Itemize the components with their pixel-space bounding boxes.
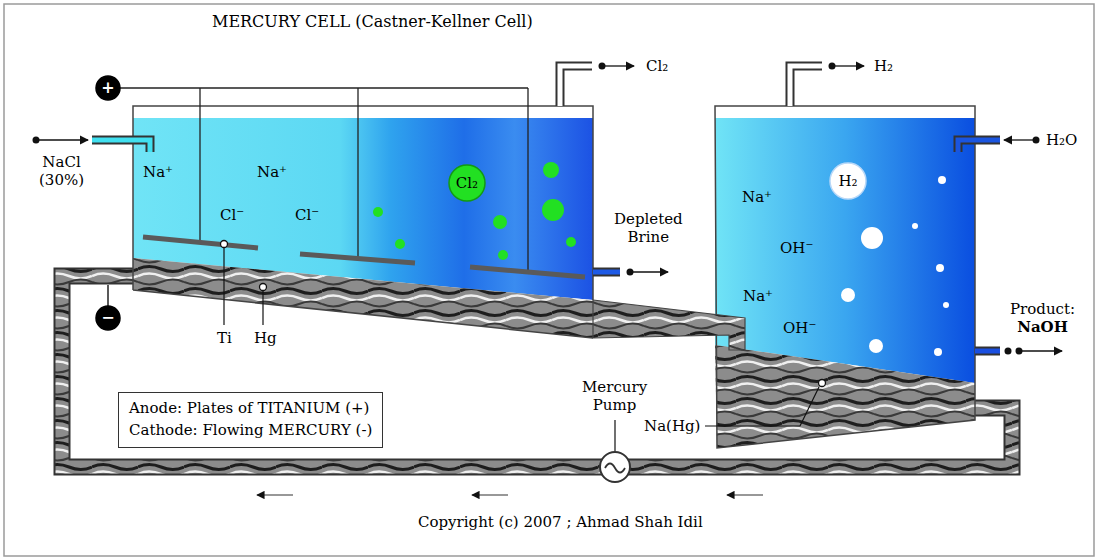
hydrogen-outlet-pipe [790, 66, 822, 106]
gas-bubble [566, 237, 576, 247]
ion-label: Na⁺ [257, 163, 287, 181]
flow-arrow [602, 65, 634, 66]
brine-inlet-pipe [92, 140, 150, 152]
outlet-pipe-wall [790, 66, 822, 106]
direction-arrow [727, 494, 763, 495]
sodium-hydroxide-fill [715, 118, 975, 383]
chlorine-outlet-pipe [560, 66, 592, 106]
brine-outlet-pipe [593, 270, 620, 275]
mercury-cathode [133, 258, 593, 338]
titanium-anode-plate [143, 237, 258, 248]
direction-arrow [257, 494, 293, 495]
ion-label: Na⁺ [742, 188, 772, 206]
leader-line [614, 420, 615, 451]
part-label: Ti [217, 329, 232, 347]
amalgam-channel [593, 300, 745, 350]
product-label: Product: NaOH [1010, 300, 1075, 336]
ion-label: Cl⁻ [295, 206, 319, 224]
leader-dot [819, 380, 826, 387]
positive-terminal: + [95, 75, 121, 101]
hydrogen-bubble-shape [830, 163, 866, 199]
flow-dot [1005, 348, 1012, 355]
chlorine-bubble-shape [449, 165, 485, 201]
terminal-sign: − [101, 308, 114, 327]
gas-formula: H₂ [838, 172, 857, 190]
copyright-caption: Copyright (c) 2007 ; Ahmad Shah Idil [418, 513, 703, 531]
flow-arrow [1019, 350, 1062, 351]
ion-label: OH⁻ [783, 319, 816, 337]
gas-bubble [934, 348, 942, 356]
gas-formula: Cl₂ [456, 174, 478, 192]
terminal-sign: + [101, 78, 114, 97]
amalgam-layer [715, 345, 975, 448]
outlet-pipe-wall [560, 66, 592, 106]
direction-arrow [472, 494, 508, 495]
hydrogen-bubble: H₂ [829, 162, 867, 200]
chlorine-bubble: Cl₂ [448, 164, 486, 202]
feed-label: H₂O [1046, 131, 1077, 149]
gas-bubble [493, 215, 507, 229]
gas-outlet-label: Cl₂ [646, 57, 668, 75]
gas-bubble [498, 250, 508, 260]
inlet-pipe-wall [958, 140, 1000, 152]
outlet-pipe-wall [975, 347, 1000, 356]
water-inlet-pipe [958, 140, 1000, 152]
outlet-pipe-wall [593, 268, 620, 277]
leader-dot [221, 241, 228, 248]
key-text: Cathode: Flowing MERCURY (-) [129, 420, 372, 442]
outlet-label: Depleted Brine [614, 210, 683, 246]
part-label: Na(Hg) [644, 417, 700, 435]
product-outlet-pipe [975, 349, 1000, 354]
leader-line [223, 248, 224, 325]
flow-arrow [832, 65, 864, 66]
leader-line [262, 291, 263, 325]
flow-arrow [36, 139, 88, 140]
ion-label: Na⁺ [743, 287, 773, 305]
gas-bubble [373, 207, 383, 217]
gas-outlet-label: H₂ [874, 57, 893, 75]
titanium-anode-plate [470, 267, 585, 277]
mercury-pump-symbol [600, 452, 630, 482]
flow-arrow [630, 271, 668, 272]
negative-terminal-shape [96, 306, 120, 330]
ion-label: OH⁻ [780, 239, 813, 257]
positive-terminal-shape [96, 76, 120, 100]
part-label: Hg [254, 329, 277, 347]
gas-bubble [936, 264, 944, 272]
gas-bubble [841, 288, 855, 302]
gas-bubble [869, 339, 883, 353]
anode-bus-wire [119, 87, 528, 89]
inlet-pipe-wall [92, 140, 150, 152]
gas-bubble [395, 239, 405, 249]
key-text: Anode: Plates of TITANIUM (+) [129, 398, 372, 420]
gas-bubble [543, 162, 559, 178]
anode-rod [527, 88, 528, 272]
diagram-title: MERCURY CELL (Castner-Kellner Cell) [212, 12, 533, 31]
titanium-anode-plate [300, 254, 415, 263]
gas-bubble [912, 223, 918, 229]
gas-bubble [943, 302, 949, 308]
gas-bubble [938, 176, 946, 184]
pump-tilde [605, 464, 625, 473]
tank-wall [715, 106, 975, 448]
feed-label: NaCl (30%) [39, 153, 84, 189]
anode-rod [357, 88, 358, 258]
part-label: Mercury Pump [582, 378, 647, 414]
cathode-wire [107, 285, 109, 307]
ion-label: Na⁺ [143, 163, 173, 181]
anode-rod [199, 88, 200, 242]
flow-arrow [1004, 139, 1036, 140]
gas-bubble [542, 199, 564, 221]
outer-frame [4, 4, 1094, 556]
ion-label: Cl⁻ [220, 206, 244, 224]
electrode-key-box: Anode: Plates of TITANIUM (+)Cathode: Fl… [118, 392, 383, 448]
negative-terminal: − [95, 305, 121, 331]
tank-wall [133, 106, 593, 338]
leader-line [705, 387, 819, 426]
gas-bubble [861, 227, 883, 249]
leader-dot [260, 284, 267, 291]
